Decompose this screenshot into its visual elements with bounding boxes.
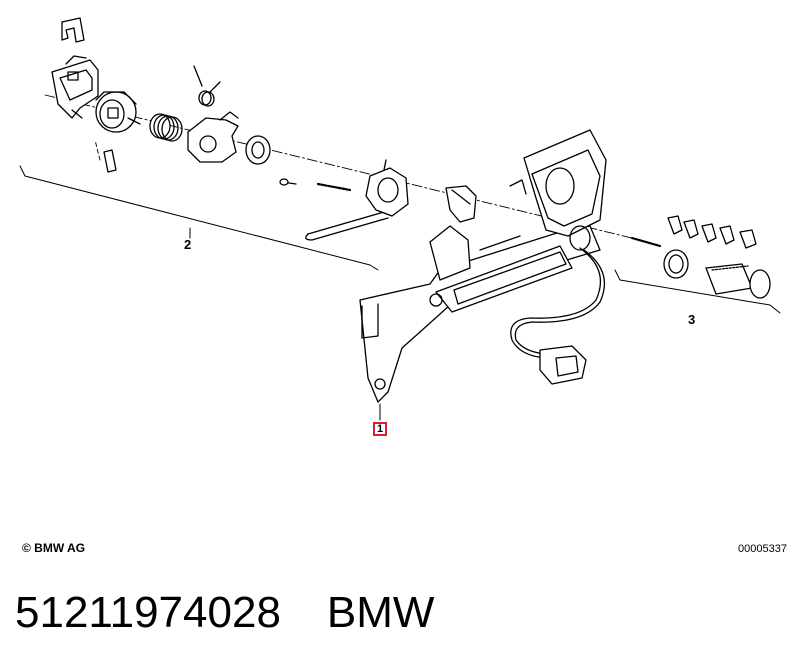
callout-label-1: 1 — [373, 422, 387, 436]
lever-bracket — [365, 159, 409, 217]
cylinder-spring — [630, 236, 662, 248]
washer — [245, 135, 271, 165]
callout-label-2: 2 — [184, 237, 192, 252]
brand-name: BMW — [326, 588, 435, 637]
group-bracket-3 — [614, 269, 781, 314]
lock-housing — [51, 55, 99, 119]
cylinder-cap — [663, 249, 689, 279]
lock-cylinder-housing — [95, 91, 141, 133]
lock-cylinder — [705, 263, 771, 299]
copyright-notice: © BMW AG — [22, 541, 86, 555]
coil-spring — [149, 113, 183, 142]
torsion-spring — [193, 65, 221, 107]
door-handle-carrier — [359, 129, 607, 403]
harness-cable — [510, 247, 606, 359]
operating-rod — [279, 178, 389, 241]
exploded-parts-diagram — [19, 17, 781, 421]
group-bracket-2 — [19, 165, 379, 271]
callout-label-3: 3 — [688, 312, 696, 327]
wire-clip — [61, 17, 85, 43]
assembly-axis-lower — [94, 139, 101, 161]
guide-clip — [445, 185, 477, 223]
assembly-axis — [44, 94, 641, 241]
part-number: 51211974028 — [15, 588, 281, 637]
electrical-connector — [539, 345, 587, 385]
tumbler-plates — [667, 215, 757, 249]
image-number: 00005337 — [738, 543, 787, 555]
part-footer: 51211974028 BMW — [15, 588, 434, 638]
pin — [103, 149, 117, 173]
cam-lever — [187, 111, 239, 163]
